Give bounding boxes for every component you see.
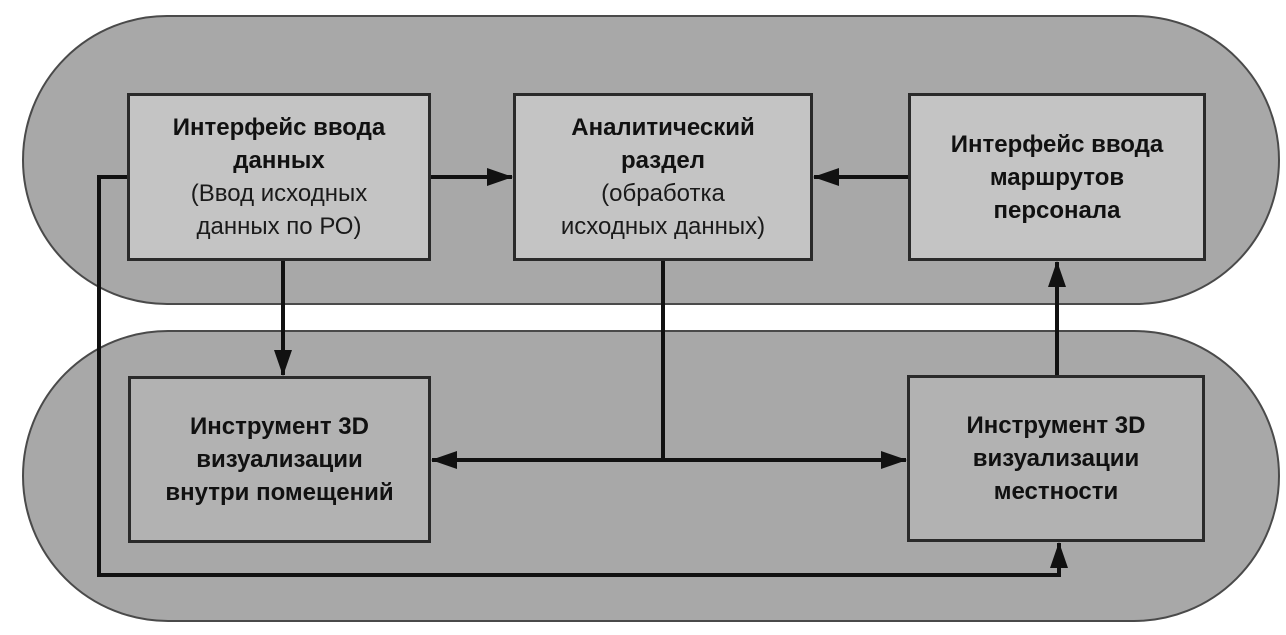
node-title-line: данных <box>233 147 325 174</box>
node-subtitle-line: данных по РО) <box>196 213 362 240</box>
node-analytics-section: Аналитический раздел (обработка исходных… <box>513 93 813 261</box>
node-title-line: визуализации <box>972 445 1140 472</box>
node-title-line: Инструмент 3D <box>966 412 1146 439</box>
node-title-line: визуализации <box>196 446 363 473</box>
node-routes-input-interface: Интерфейс ввода маршрутов персонала <box>908 93 1206 261</box>
node-3d-terrain-visualization: Инструмент 3D визуализации местности <box>907 375 1205 542</box>
node-title-line: Интерфейс ввода <box>172 114 386 141</box>
node-subtitle-line: (обработка <box>601 180 725 207</box>
node-title-line: маршрутов <box>989 163 1125 191</box>
node-subtitle-line: (Ввод исходных <box>190 180 368 207</box>
node-3d-indoor-visualization: Инструмент 3D визуализации внутри помеще… <box>128 376 431 543</box>
node-title-line: Интерфейс ввода <box>950 130 1164 158</box>
node-title-line: раздел <box>620 147 706 174</box>
node-subtitle-line: исходных данных) <box>560 213 766 240</box>
node-data-input-interface: Интерфейс ввода данных (Ввод исходных да… <box>127 93 431 261</box>
node-title-line: персонала <box>993 196 1121 224</box>
node-title-line: внутри помещений <box>165 479 394 506</box>
node-title-line: Аналитический <box>571 114 755 141</box>
node-title-line: Инструмент 3D <box>190 413 369 440</box>
node-title-line: местности <box>993 478 1119 505</box>
